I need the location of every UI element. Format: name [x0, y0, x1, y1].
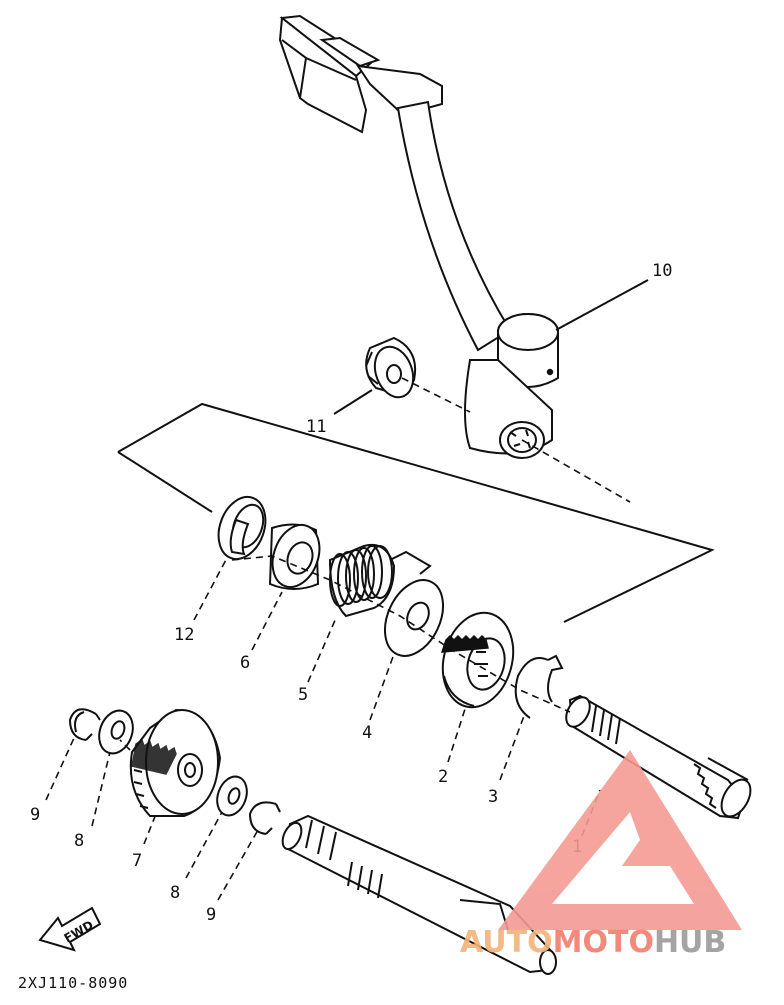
callout-9-right: 9: [206, 905, 216, 925]
callout-3: 3: [488, 787, 498, 807]
circlip-part-3: [514, 654, 564, 719]
kick-axle-part-1: [565, 694, 752, 820]
assembly-outline: [117, 402, 715, 623]
callout-5: 5: [298, 685, 308, 705]
leader-lines: [45, 279, 649, 901]
callout-8-right: 8: [170, 883, 180, 903]
diagram-code: 2XJ110-8090: [18, 974, 128, 992]
kick-gear-part-2: [440, 611, 515, 709]
brand-hub: HUB: [654, 925, 726, 960]
bolt-part-11: [365, 336, 416, 399]
svg-text:AUTOMOTOHUB: AUTOMOTOHUB: [460, 925, 726, 960]
logo-triangle-icon: [498, 750, 742, 930]
washer-part-4: [383, 579, 445, 657]
collar-part-6: [268, 523, 321, 590]
washer-part-8-left: [98, 709, 134, 755]
callout-12: 12: [174, 625, 194, 645]
callout-8-left: 8: [74, 831, 84, 851]
washer-part-8-right: [216, 775, 248, 817]
fwd-arrow-icon: FWD: [38, 906, 102, 952]
callout-11: 11: [306, 417, 326, 437]
automotohub-logo: AUTOMOTOHUB: [460, 750, 742, 960]
brand-moto: MOTO: [553, 925, 654, 960]
circlip-part-9-right: [248, 801, 281, 835]
callout-6: 6: [240, 653, 250, 673]
spring-part-5: [328, 544, 432, 618]
circlip-part-9-left: [68, 708, 101, 741]
oil-seal-part-12: [217, 496, 267, 560]
idle-gear-part-7: [129, 708, 222, 817]
callout-2: 2: [438, 767, 448, 787]
callout-9-left: 9: [30, 805, 40, 825]
callout-10: 10: [652, 261, 672, 281]
callout-4: 4: [362, 723, 372, 743]
callout-7: 7: [132, 851, 142, 871]
brand-auto: AUTO: [460, 925, 553, 960]
kick-lever-part-10: [278, 14, 559, 459]
